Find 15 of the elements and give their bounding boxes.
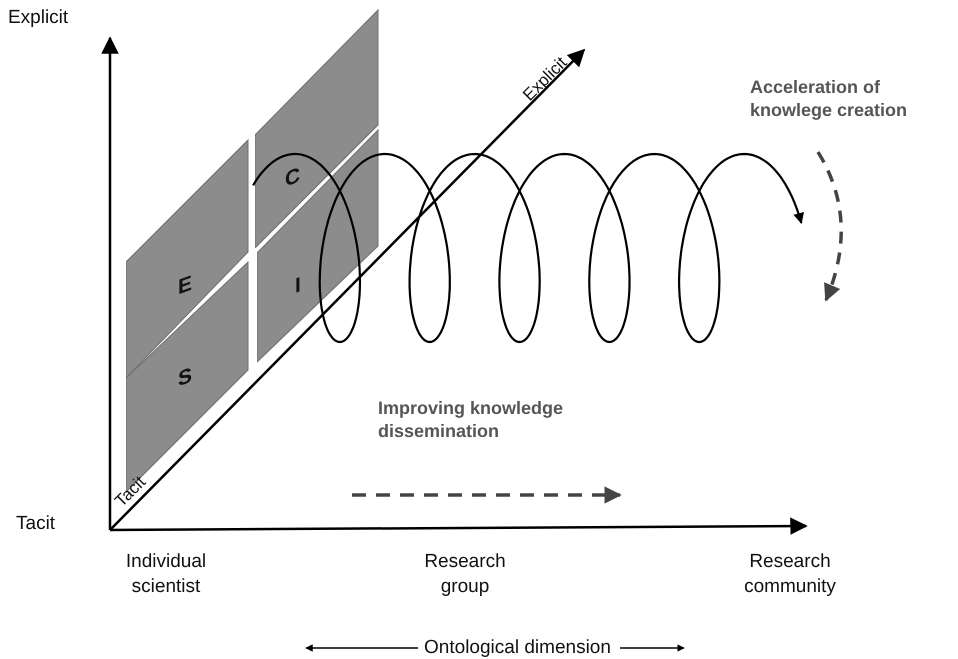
annotation-text: Improving knowledge dissemination (378, 397, 564, 444)
quadrant-letter: S (178, 363, 192, 393)
axis-label: Tacit (110, 472, 150, 512)
category-label: Research group (423, 550, 507, 599)
quadrant-panel (257, 128, 380, 364)
axis-title: Ontological dimension (424, 636, 611, 659)
quadrant-letter: C (285, 163, 300, 193)
category-label: Individual scientist (124, 550, 208, 599)
annotation-text: Acceleration of knowlege creation (750, 76, 908, 122)
axis-label: Explicit (8, 6, 68, 30)
quadrant-letter: I (295, 272, 301, 300)
axis-label: Tacit (16, 512, 56, 536)
quadrant-letter: E (178, 271, 192, 301)
category-label: Research community (743, 550, 837, 599)
quadrant-panel (255, 8, 380, 248)
